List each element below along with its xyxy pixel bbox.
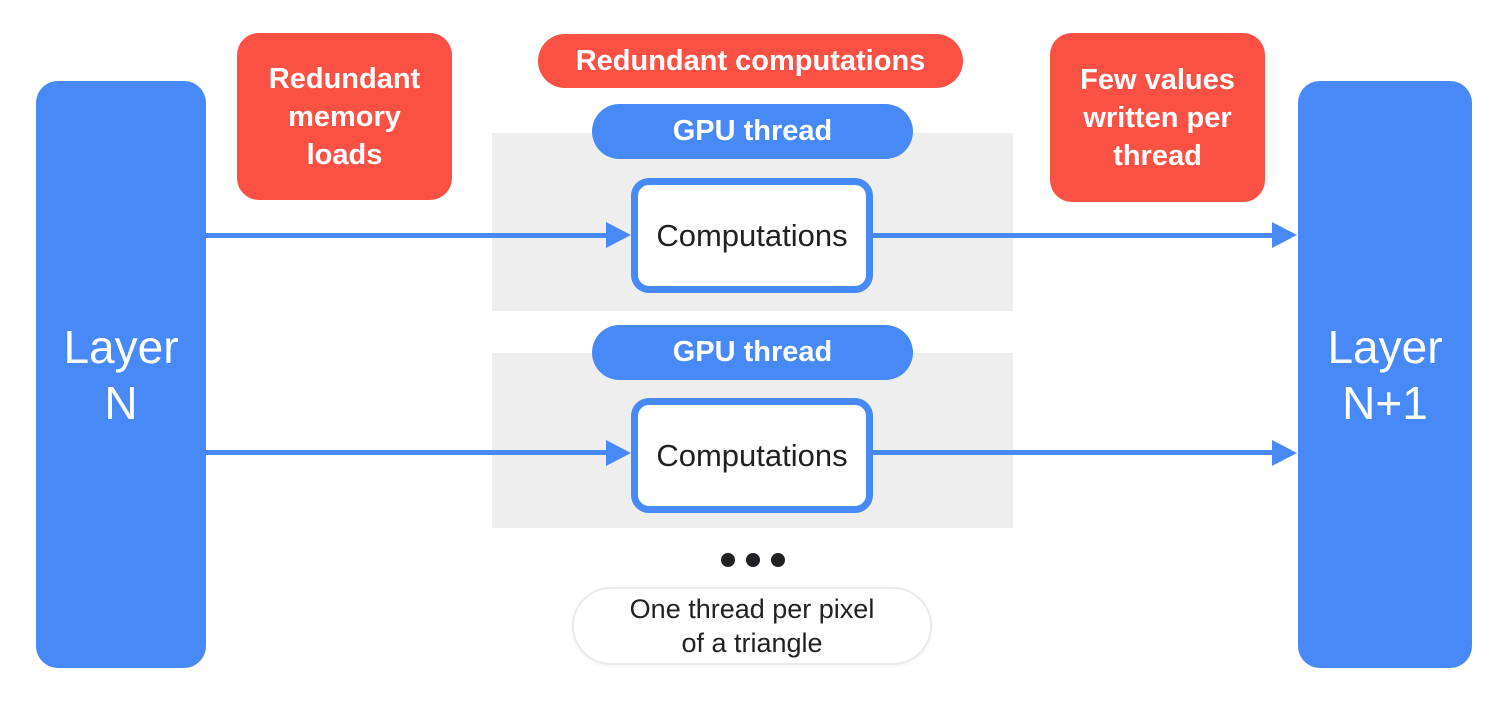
few-values-line2: written per bbox=[1083, 101, 1232, 134]
redundant-memory-loads-badge: Redundant memory loads bbox=[237, 33, 452, 200]
gpu-thread-pill-2: GPU thread bbox=[592, 325, 913, 380]
arrow-line-bottom-left bbox=[206, 450, 608, 455]
gpu-thread-pill-1: GPU thread bbox=[592, 104, 913, 159]
computations-box-2: Computations bbox=[631, 398, 873, 513]
computations-box-1: Computations bbox=[631, 178, 873, 293]
redundant-memory-loads-line1: Redundant bbox=[268, 62, 421, 95]
few-values-line3: thread bbox=[1113, 139, 1202, 172]
redundant-memory-loads-line2: memory bbox=[288, 100, 401, 133]
ellipsis-dot bbox=[771, 553, 785, 567]
footnote-line2: of a triangle bbox=[681, 628, 823, 658]
layer-n-box: Layer N bbox=[36, 81, 206, 668]
arrow-line-top-right bbox=[873, 233, 1274, 238]
arrow-line-top-left bbox=[206, 233, 608, 238]
arrow-head-top-right bbox=[1272, 222, 1297, 248]
ellipsis-dot bbox=[746, 553, 760, 567]
layer-n-plus-1-label-line1: Layer bbox=[1327, 320, 1443, 373]
few-values-badge: Few values written per thread bbox=[1050, 33, 1265, 202]
arrow-head-top-left bbox=[606, 222, 631, 248]
layer-n-plus-1-label-line2: N+1 bbox=[1342, 376, 1428, 429]
ellipsis-dot bbox=[721, 553, 735, 567]
layer-n-label-line2: N bbox=[104, 376, 138, 429]
arrow-line-bottom-right bbox=[873, 450, 1274, 455]
footnote-pill: One thread per pixel of a triangle bbox=[572, 587, 932, 665]
arrow-head-bottom-right bbox=[1272, 440, 1297, 466]
layer-n-label-line1: Layer bbox=[63, 320, 179, 373]
redundant-memory-loads-line3: loads bbox=[306, 138, 383, 171]
redundant-computations-badge: Redundant computations bbox=[538, 34, 963, 88]
layer-n-plus-1-box: Layer N+1 bbox=[1298, 81, 1472, 668]
footnote-line1: One thread per pixel bbox=[629, 594, 875, 624]
few-values-line1: Few values bbox=[1080, 63, 1235, 96]
arrow-head-bottom-left bbox=[606, 440, 631, 466]
ellipsis-icon bbox=[721, 553, 785, 567]
